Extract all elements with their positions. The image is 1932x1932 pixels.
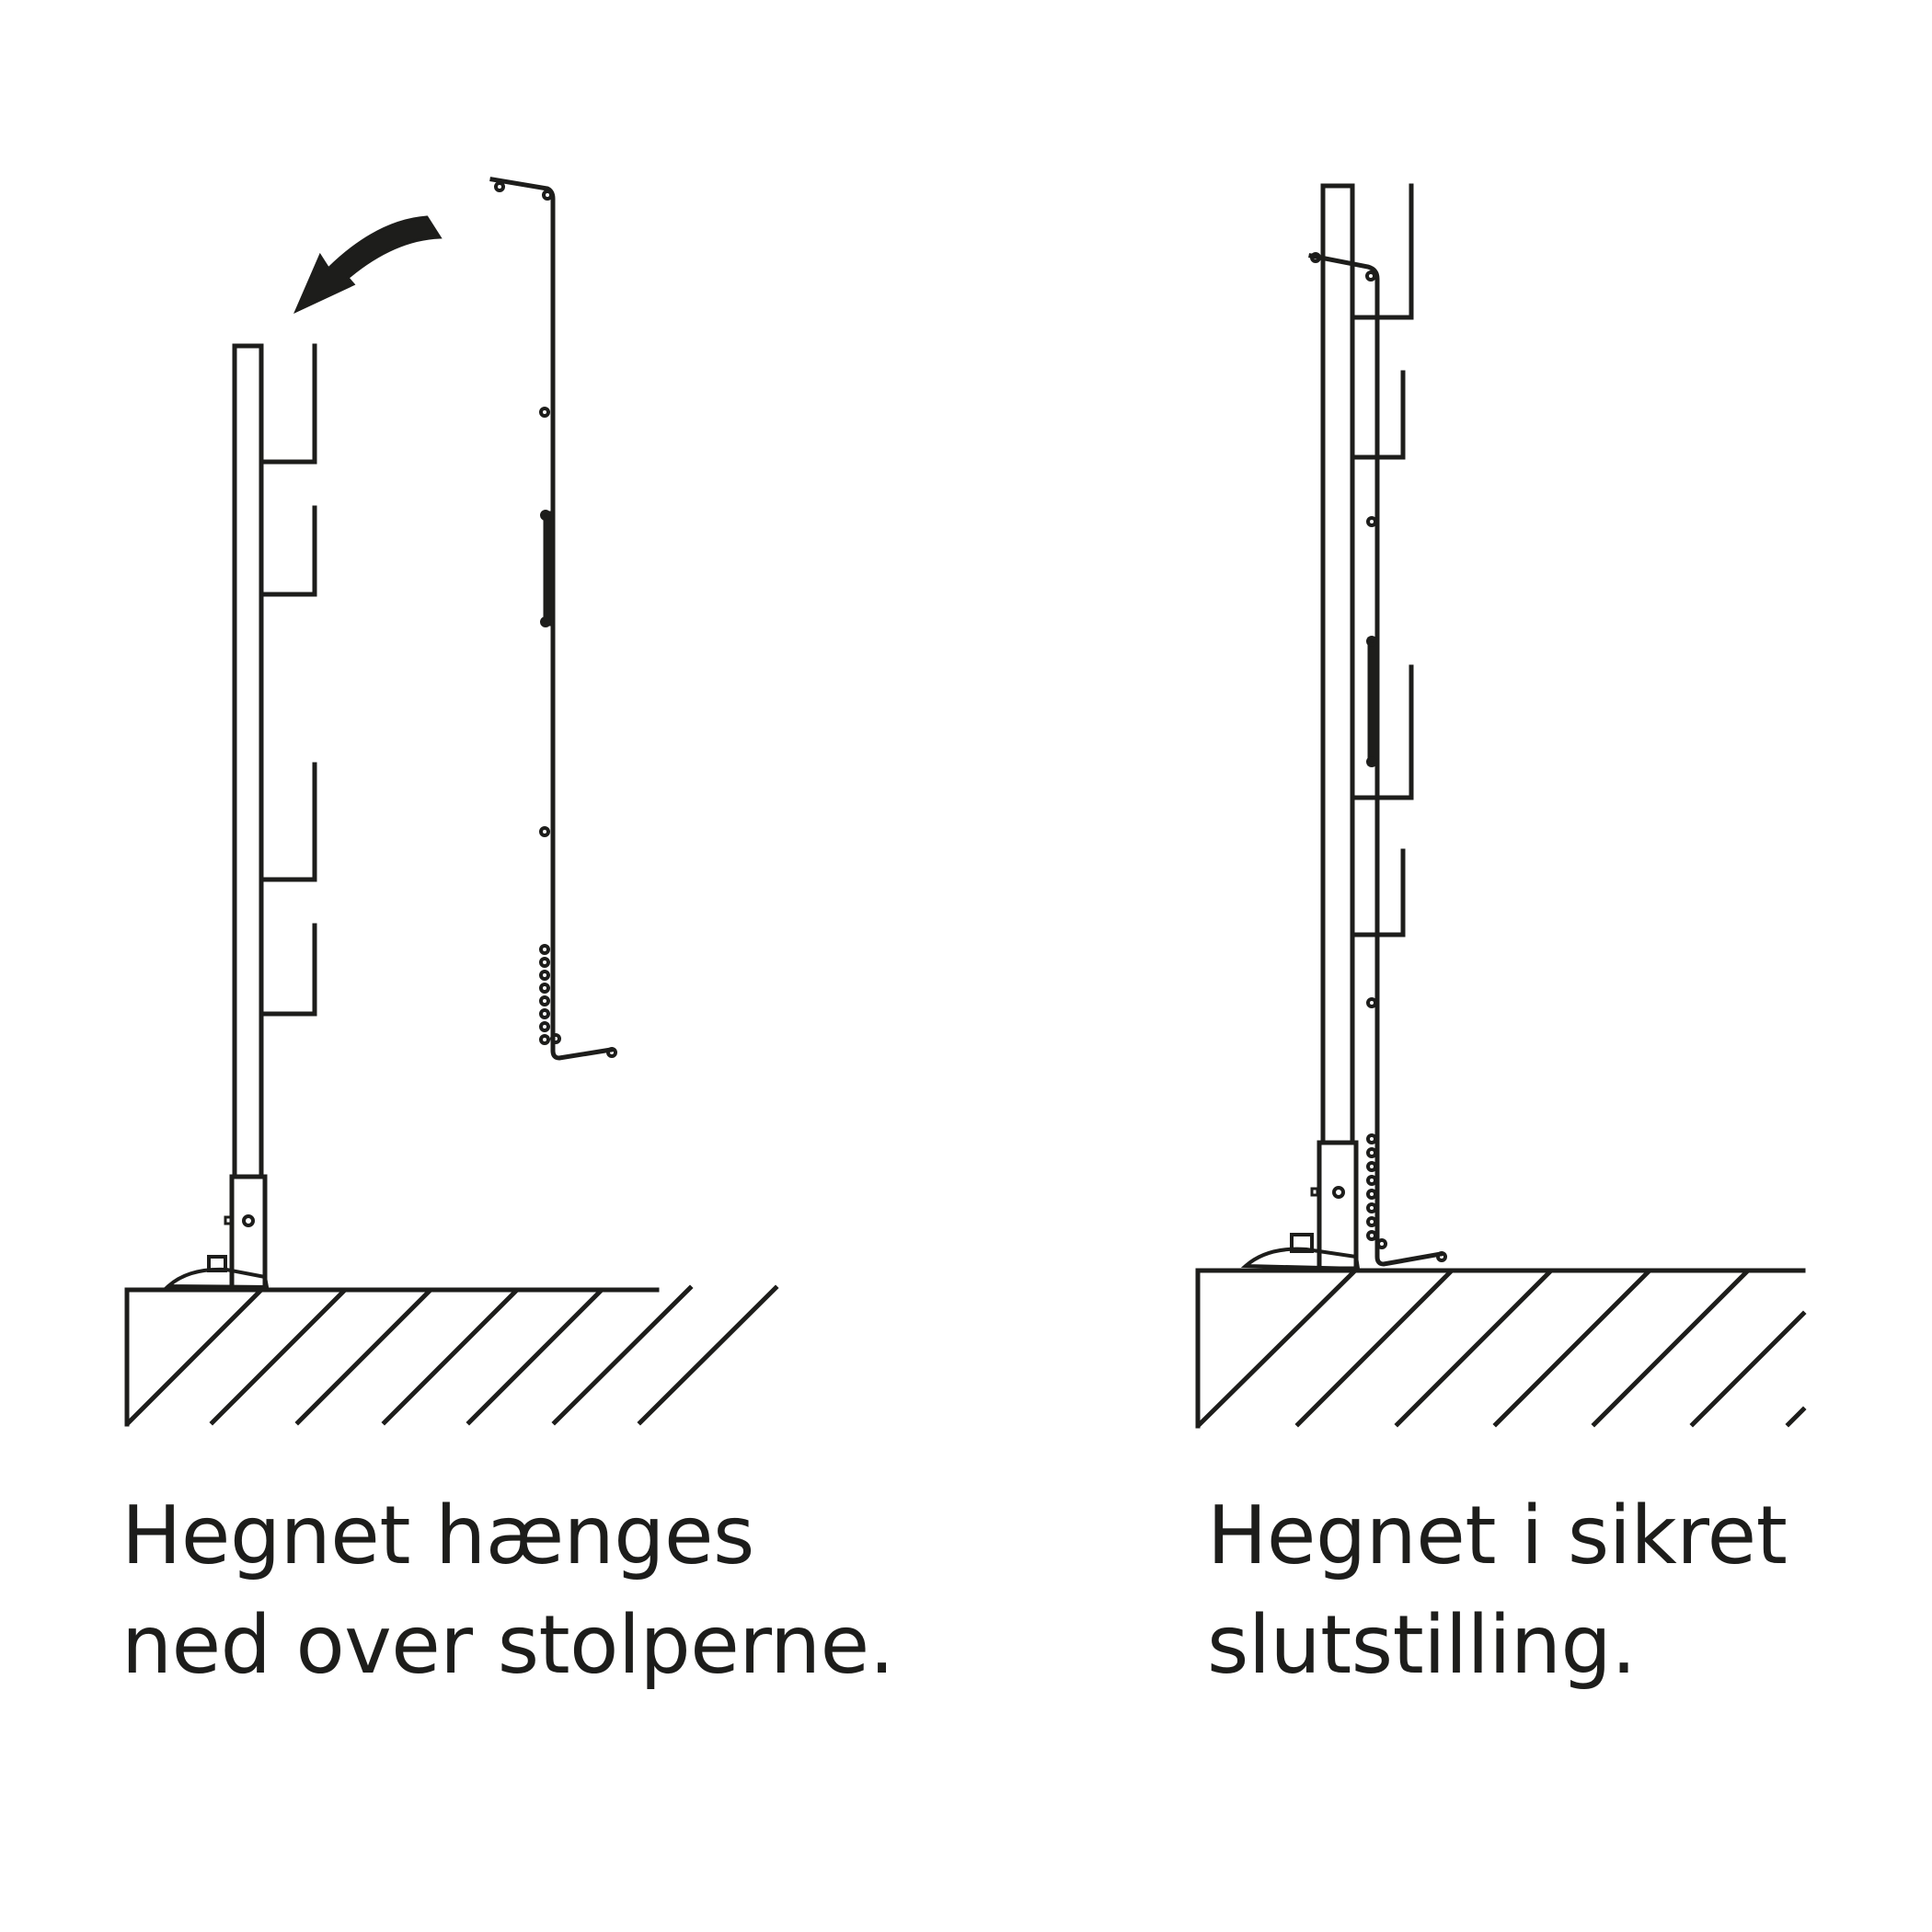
left-ground-hatching xyxy=(125,1284,779,1426)
right-fence-panel xyxy=(1308,252,1447,1267)
caption-right-line2: slutstilling. xyxy=(1207,1598,1637,1692)
right-scene xyxy=(1195,183,1807,1429)
left-fence-panel xyxy=(489,177,617,1061)
right-ground-hatching xyxy=(1196,1268,1807,1428)
caption-left-line2: ned over stolperne. xyxy=(121,1598,894,1692)
caption-right: Hegnet i sikret slutstilling. xyxy=(1207,1481,1788,1700)
right-fence-post xyxy=(1240,183,1414,1271)
left-fence-post xyxy=(163,343,317,1292)
right-ground xyxy=(1195,1268,1807,1429)
caption-left: Hegnet hænges ned over stolperne. xyxy=(121,1481,894,1700)
left-scene xyxy=(124,177,779,1427)
rotate-arrow-icon xyxy=(293,215,443,315)
caption-left-line1: Hegnet hænges xyxy=(121,1489,754,1582)
left-ground xyxy=(124,1284,779,1427)
caption-right-line1: Hegnet i sikret xyxy=(1207,1489,1788,1582)
